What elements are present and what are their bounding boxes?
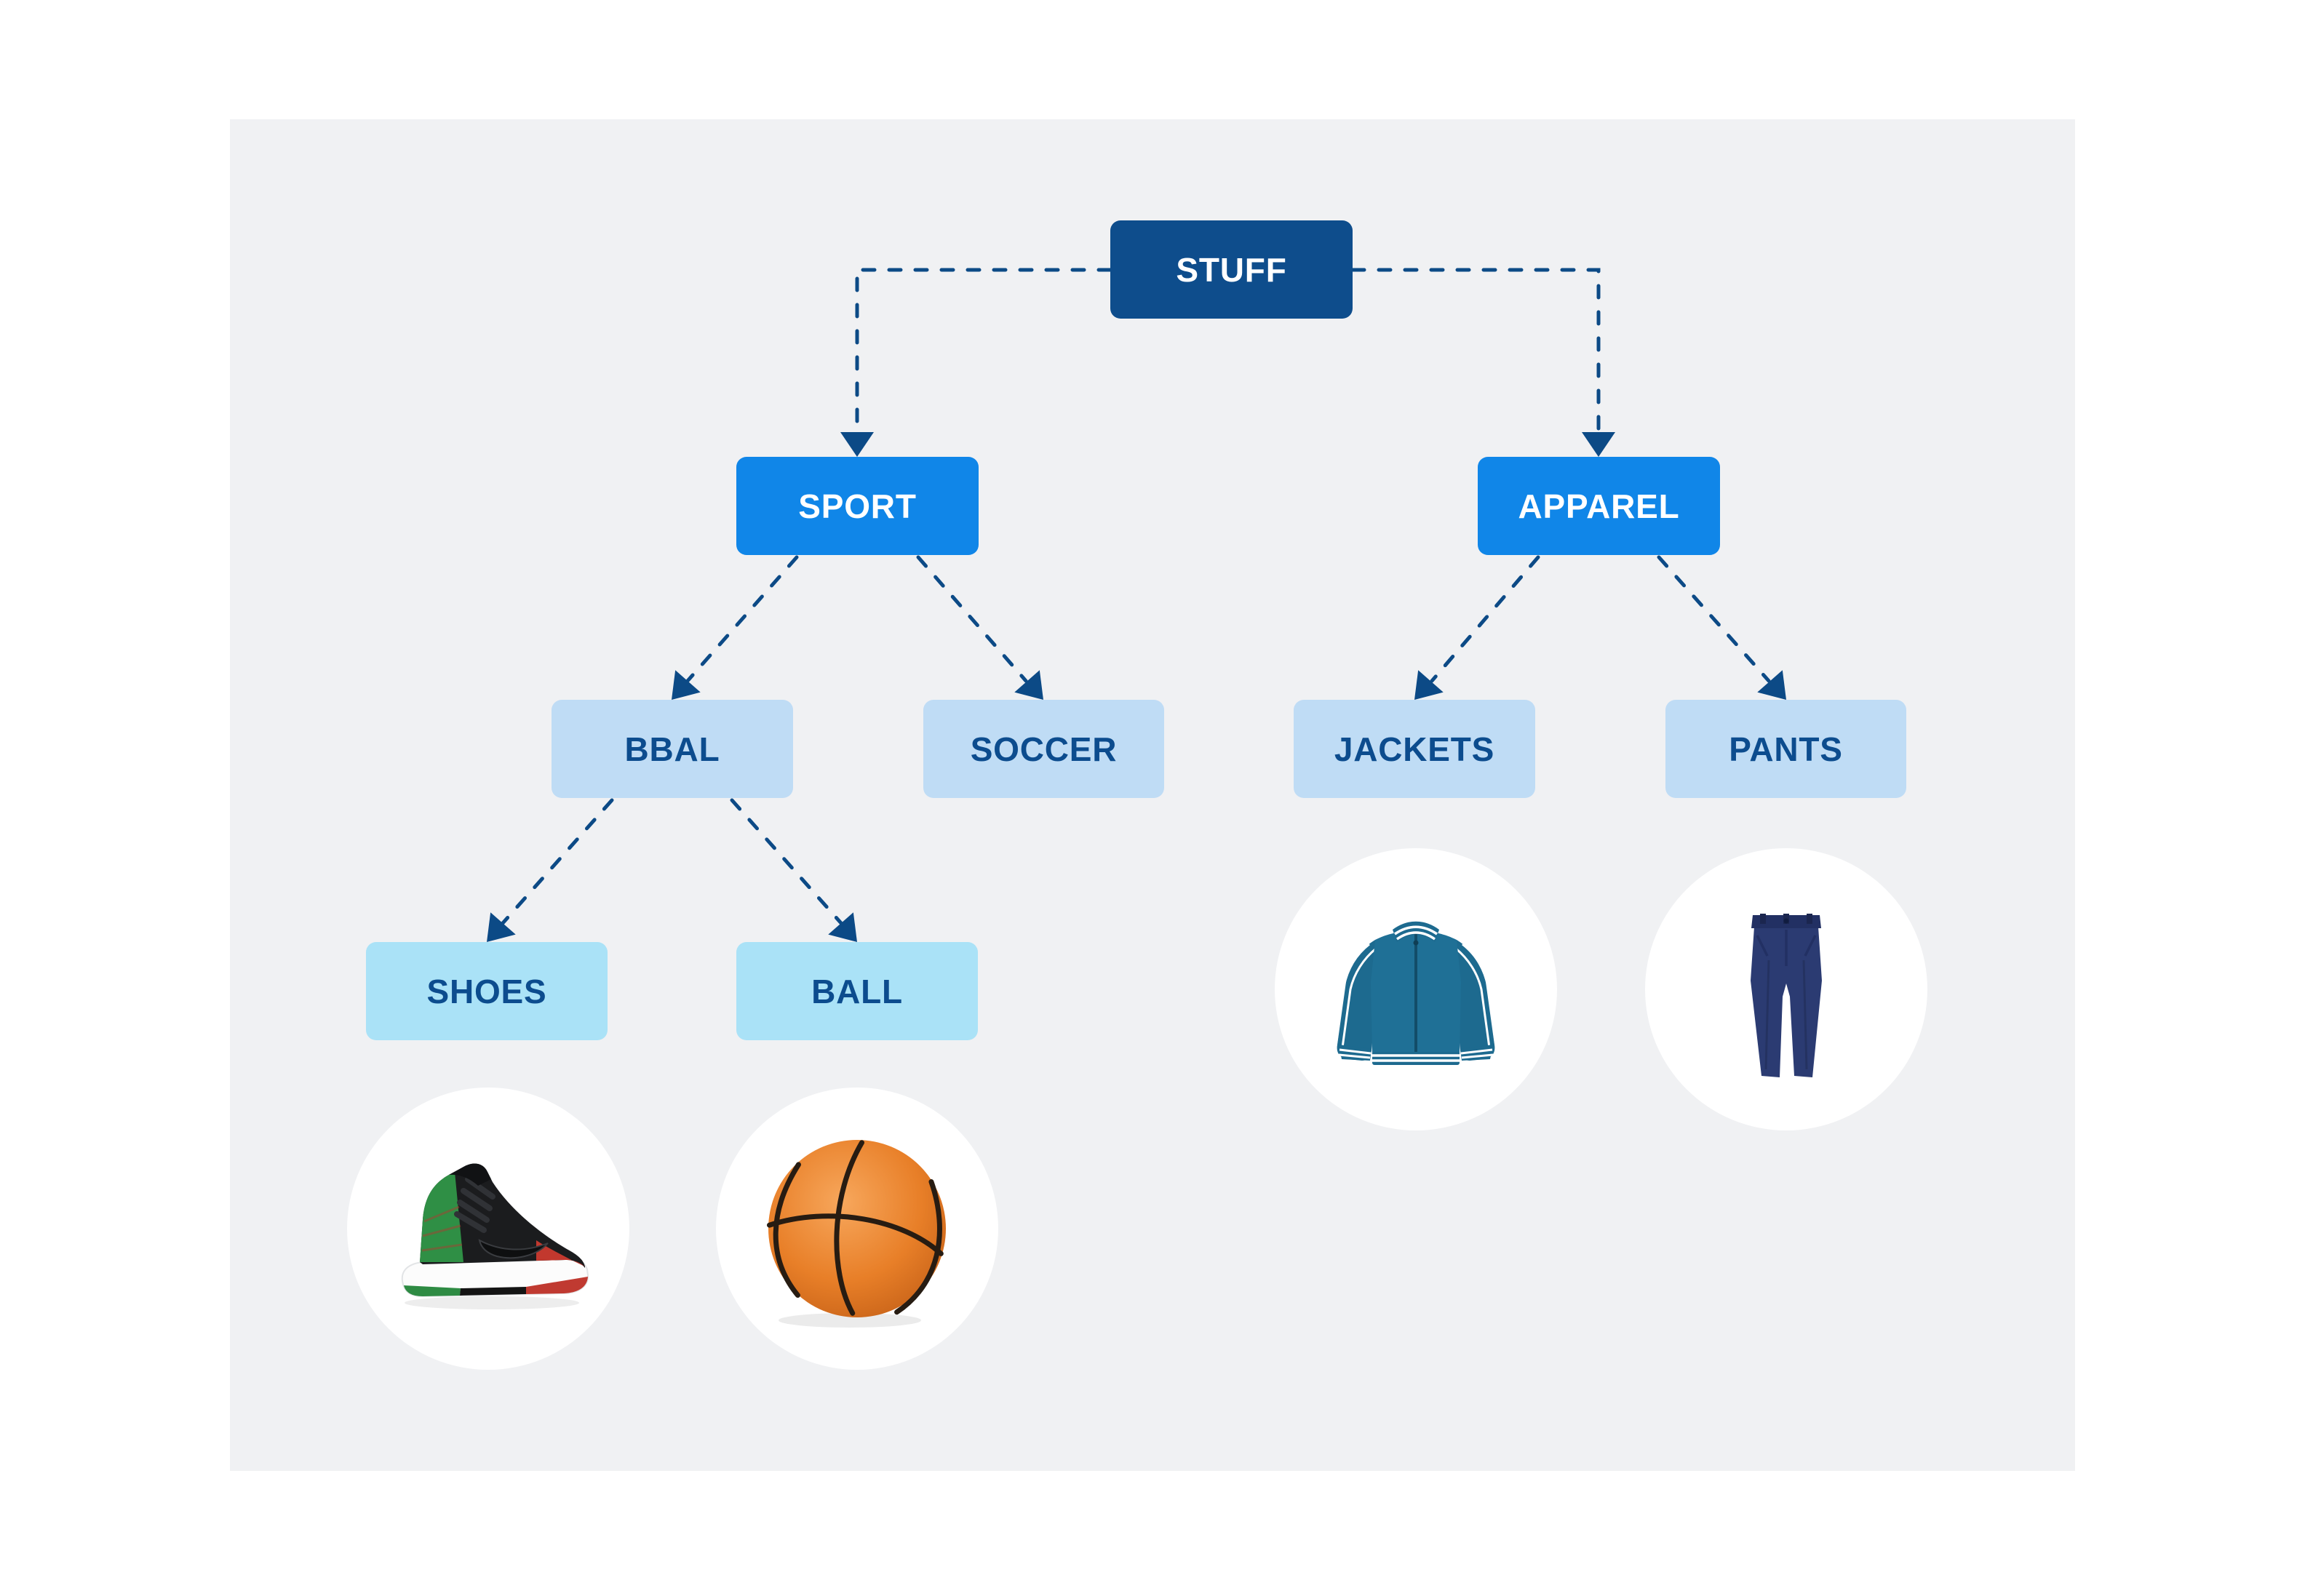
ball-photo-circle[interactable] <box>716 1088 998 1370</box>
pants-image <box>1751 914 1822 1077</box>
node-soccer[interactable]: SOCCER <box>923 700 1164 798</box>
node-shoes-label: SHOES <box>426 972 547 1010</box>
jackets-photo-circle[interactable] <box>1275 848 1557 1130</box>
node-shoes[interactable]: SHOES <box>366 942 608 1040</box>
node-bbal-label: BBAL <box>624 730 720 768</box>
node-jackets[interactable]: JACKETS <box>1294 700 1535 798</box>
shoes-photo-circle[interactable] <box>347 1088 629 1370</box>
node-jackets-label: JACKETS <box>1334 730 1495 768</box>
jacket-image <box>1334 921 1497 1065</box>
basketball-image <box>766 1140 946 1328</box>
node-apparel[interactable]: APPAREL <box>1478 457 1720 555</box>
node-sport-label: SPORT <box>798 487 917 525</box>
pants-photo-circle[interactable] <box>1645 848 1927 1130</box>
node-sport[interactable]: SPORT <box>736 457 979 555</box>
node-stuff-label: STUFF <box>1176 250 1287 289</box>
node-apparel-label: APPAREL <box>1518 487 1680 525</box>
node-pants-label: PANTS <box>1729 730 1843 768</box>
sneaker-image <box>401 1163 589 1309</box>
node-pants[interactable]: PANTS <box>1665 700 1906 798</box>
node-ball[interactable]: BALL <box>736 942 978 1040</box>
node-soccer-label: SOCCER <box>970 730 1118 768</box>
node-ball-label: BALL <box>811 972 903 1010</box>
node-bbal[interactable]: BBAL <box>552 700 793 798</box>
node-stuff[interactable]: STUFF <box>1110 220 1353 319</box>
